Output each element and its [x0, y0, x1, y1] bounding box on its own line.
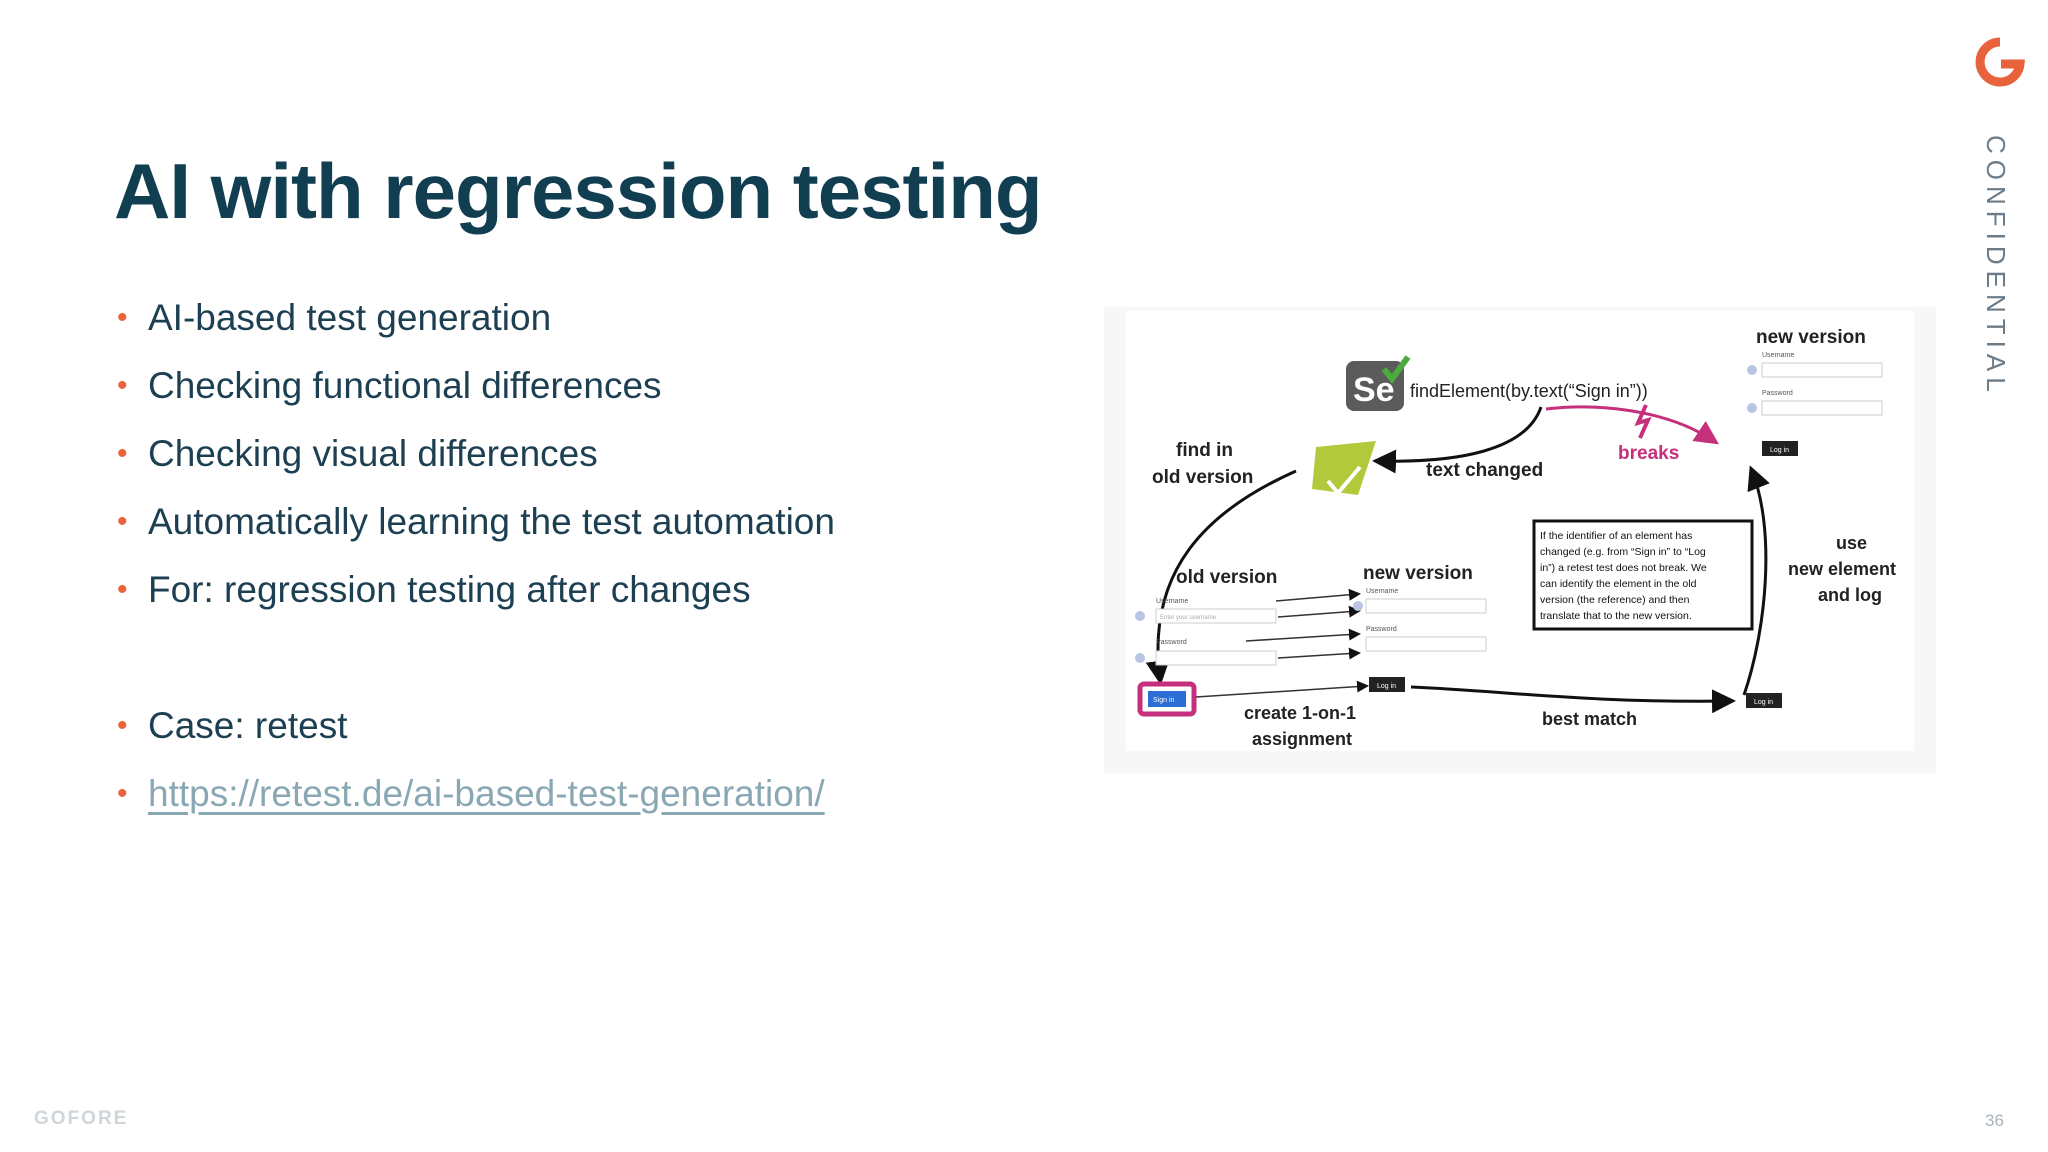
new-element-label: new element	[1788, 559, 1896, 579]
svg-text:Username: Username	[1366, 588, 1398, 595]
code-label: findElement(by.text(“Sign in”))	[1410, 381, 1648, 401]
svg-text:Username: Username	[1156, 598, 1188, 605]
log-in-button-top: Log in	[1770, 447, 1789, 454]
new-version-form-top: Username Password Log in Log in	[1746, 352, 1883, 708]
bullet-item: •Automatically learning the test automat…	[112, 494, 835, 562]
bullet-item: •Checking visual differences	[112, 426, 835, 494]
diagram-canvas: Se findElement(by.text(“Sign in”)) break…	[1126, 311, 1914, 751]
new-version-mid-label: new version	[1363, 563, 1473, 584]
svg-text:Password: Password	[1762, 390, 1793, 397]
page-number: 36	[1985, 1111, 2004, 1130]
retest-link[interactable]: https://retest.de/ai-based-test-generati…	[148, 773, 825, 814]
bullet-dot-icon: •	[117, 709, 128, 742]
new-version-top-label: new version	[1756, 327, 1866, 348]
svg-text:Password: Password	[1366, 626, 1397, 633]
svg-text:Username: Username	[1762, 352, 1794, 359]
svg-text:in”) a retest test does not br: in”) a retest test does not break. We	[1540, 562, 1707, 574]
breaks-label: breaks	[1618, 443, 1679, 464]
svg-text:Enter your username: Enter your username	[1160, 615, 1217, 621]
retest-icon	[1312, 441, 1376, 497]
use-label: use	[1836, 533, 1867, 553]
svg-text:can identify the element in th: can identify the element in the old	[1540, 578, 1697, 590]
bullet-item: •AI-based test generation	[112, 290, 835, 358]
find-in-label: find in	[1176, 440, 1233, 461]
bullet-dot-icon: •	[117, 505, 128, 538]
old-version-label: old version	[1176, 567, 1277, 588]
bullet-dot-icon: •	[117, 301, 128, 334]
note-text: If the identifier of an element has chan…	[1540, 530, 1707, 622]
find-arrow	[1145, 469, 1297, 685]
bullet-list: •AI-based test generation •Checking func…	[112, 290, 835, 834]
create-label: create 1-on-1	[1244, 703, 1356, 723]
svg-text:changed (e.g. from “Sign in” t: changed (e.g. from “Sign in” to “Log	[1540, 546, 1706, 558]
assignment-label: assignment	[1252, 729, 1352, 749]
bullet-dot-icon: •	[117, 573, 128, 606]
svg-text:Password: Password	[1156, 639, 1187, 646]
find-in-old-label: old version	[1152, 467, 1253, 488]
bullet-item-case: •Case: retest	[112, 698, 835, 766]
gofore-logo-icon	[1975, 37, 2025, 87]
bullet-dot-icon: •	[117, 369, 128, 402]
new-version-form-mid: Username Password Log in	[1353, 588, 1487, 692]
use-new-arrow	[1742, 465, 1770, 696]
best-match-label: best match	[1542, 709, 1637, 729]
svg-text:version (the reference) and th: version (the reference) and then	[1540, 594, 1690, 606]
note-box	[1532, 519, 1754, 631]
bullet-dot-icon: •	[117, 777, 128, 810]
bullet-item: •Checking functional differences	[112, 358, 835, 426]
retest-diagram: Se findElement(by.text(“Sign in”)) break…	[1104, 307, 1936, 773]
old-version-form: Username Enter your username Password Si…	[1135, 598, 1277, 717]
slide-title: AI with regression testing	[114, 147, 1042, 235]
bullet-item-link: • https://retest.de/ai-based-test-generat…	[112, 766, 835, 834]
diagram-svg: Se findElement(by.text(“Sign in”)) break…	[1135, 327, 1896, 749]
svg-text:If the identifier of an elemen: If the identifier of an element has	[1540, 530, 1692, 542]
bullet-dot-icon: •	[117, 437, 128, 470]
text-changed-label: text changed	[1426, 460, 1543, 481]
log-in-button-bottom: Log in	[1754, 699, 1773, 706]
confidential-label: CONFIDENTIAL	[1981, 135, 2011, 398]
and-log-label: and log	[1818, 585, 1882, 605]
lightning-icon	[1634, 404, 1652, 439]
selenium-icon: Se	[1346, 355, 1411, 411]
svg-text:translate that to the new vers: translate that to the new version.	[1540, 610, 1692, 622]
log-in-button-mid: Log in	[1377, 683, 1396, 690]
best-match-arrow	[1410, 685, 1736, 714]
footer-brand: GOFORE	[34, 1108, 129, 1129]
sign-in-button-old: Sign in	[1153, 697, 1175, 704]
bullet-item: •For: regression testing after changes	[112, 562, 835, 630]
breaks-arrow	[1545, 405, 1719, 445]
text-changed-arrow	[1372, 406, 1543, 474]
